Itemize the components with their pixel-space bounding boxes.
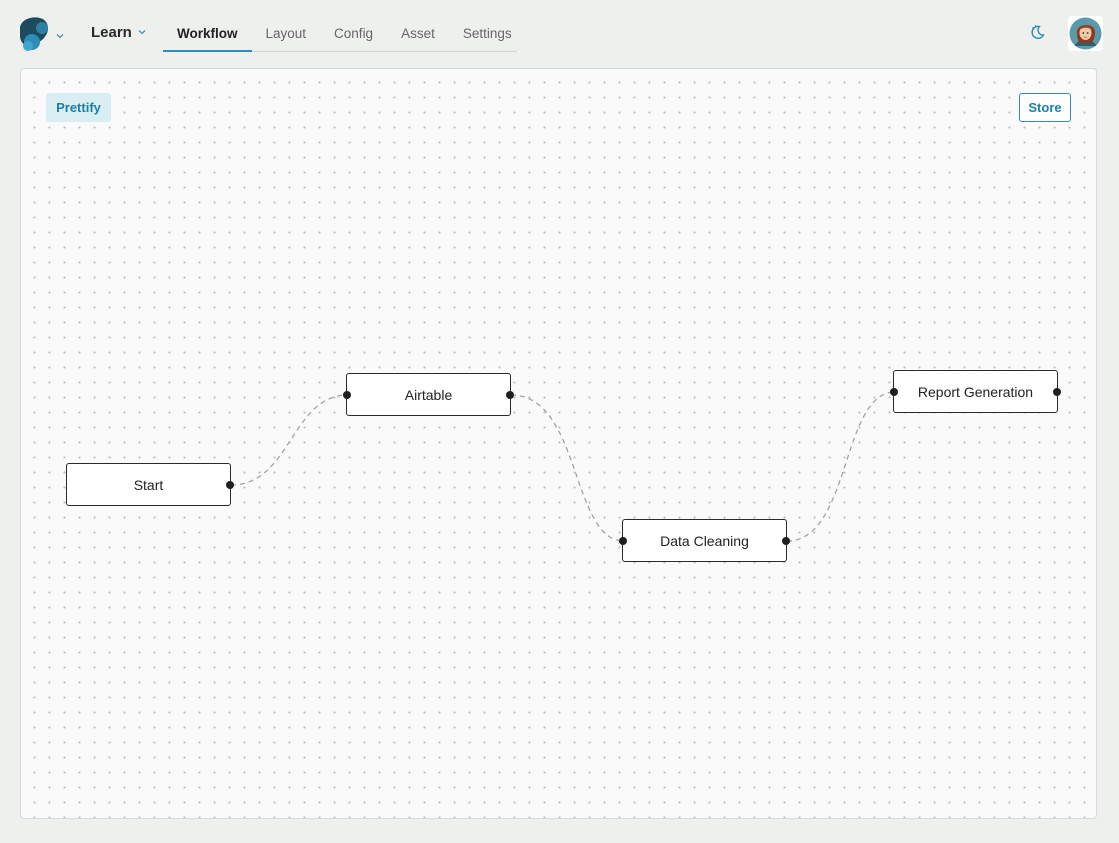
edge-data-cleaning-report bbox=[786, 391, 896, 542]
tab-settings[interactable]: Settings bbox=[462, 25, 512, 41]
node-report-generation[interactable]: Report Generation bbox=[890, 370, 1061, 413]
chevron-down-icon[interactable] bbox=[55, 28, 65, 39]
node-start[interactable]: Start bbox=[66, 463, 234, 506]
node-airtable[interactable]: Airtable bbox=[343, 373, 514, 416]
edge-airtable-data-cleaning bbox=[510, 394, 625, 542]
chevron-down-icon bbox=[137, 24, 147, 41]
tab-asset[interactable]: Asset bbox=[401, 25, 435, 41]
node-label: Data Cleaning bbox=[660, 532, 749, 549]
output-port[interactable] bbox=[506, 390, 514, 399]
output-port[interactable] bbox=[1053, 387, 1061, 396]
prettify-button[interactable]: Prettify bbox=[46, 93, 111, 122]
input-port[interactable] bbox=[343, 390, 351, 399]
user-avatar-icon[interactable] bbox=[1068, 16, 1103, 51]
project-name: Learn bbox=[91, 24, 132, 41]
edge-start-airtable bbox=[230, 394, 349, 486]
node-label: Airtable bbox=[404, 386, 453, 403]
input-port[interactable] bbox=[619, 536, 627, 545]
top-bar: Learn Workflow Layout Config Asset Setti… bbox=[0, 0, 1119, 68]
output-port[interactable] bbox=[782, 536, 790, 545]
moon-icon bbox=[1029, 23, 1047, 46]
app-logo-icon[interactable] bbox=[16, 15, 56, 55]
workflow-canvas[interactable]: Prettify Store Start Airtable Data Clean… bbox=[20, 68, 1097, 819]
edge-layer bbox=[230, 391, 896, 542]
main-tabs: Workflow Layout Config Asset Settings bbox=[163, 16, 517, 52]
project-selector[interactable]: Learn bbox=[91, 24, 147, 41]
tab-layout[interactable]: Layout bbox=[265, 25, 307, 41]
tab-config[interactable]: Config bbox=[334, 25, 374, 41]
theme-toggle-button[interactable] bbox=[1026, 22, 1050, 46]
node-label: Start bbox=[133, 476, 164, 493]
node-data-cleaning[interactable]: Data Cleaning bbox=[619, 519, 790, 562]
node-label: Report Generation bbox=[917, 383, 1034, 400]
output-port[interactable] bbox=[226, 480, 234, 489]
store-button[interactable]: Store bbox=[1019, 93, 1071, 122]
input-port[interactable] bbox=[890, 387, 898, 396]
tab-workflow[interactable]: Workflow bbox=[163, 16, 252, 52]
